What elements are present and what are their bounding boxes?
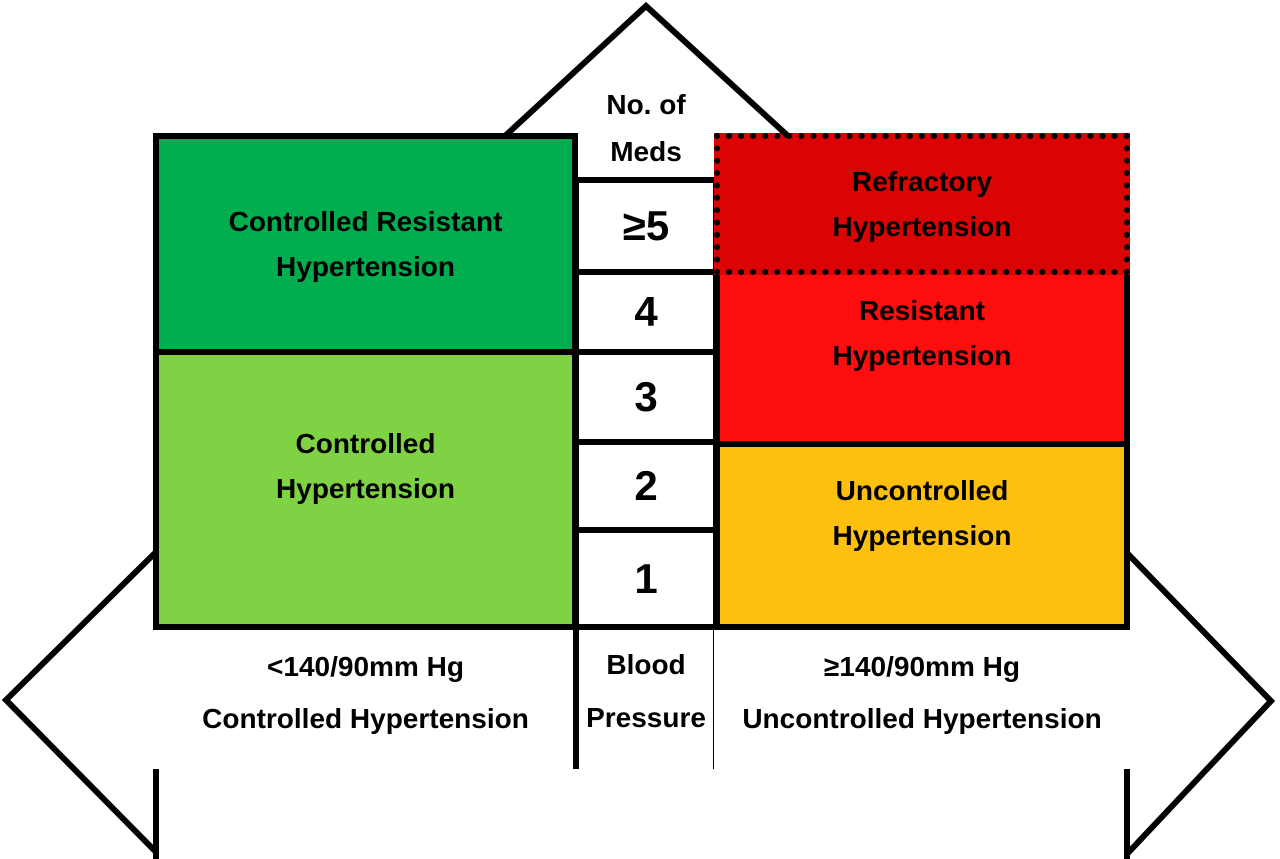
uncontrolled-hypertension-box: Uncontrolled Hypertension	[714, 441, 1130, 630]
bp-category-right: Uncontrolled Hypertension	[742, 702, 1102, 734]
controlled-hypertension-box: Controlled Hypertension	[153, 349, 578, 630]
meds-cell-ge5: ≥5	[573, 177, 719, 275]
controlled-bp-arrow-label: <140/90mm Hg Controlled Hypertension	[153, 624, 578, 775]
bp-category-left: Controlled Hypertension	[202, 702, 529, 734]
meds-cell-3: 3	[573, 349, 719, 445]
right-arrow-head-icon	[1124, 550, 1276, 857]
controlled-resistant-hypertension-box: Controlled Resistant Hypertension	[153, 133, 578, 355]
left-arrow-head-icon	[1, 549, 159, 855]
box-label-line1: Controlled	[295, 427, 436, 459]
bp-axis-label-line1: Blood	[606, 648, 686, 680]
box-label-line1: Resistant	[858, 295, 986, 326]
meds-axis-label: No. of Meds	[573, 78, 719, 177]
box-label-line2: Hypertension	[832, 519, 1012, 551]
box-label-line2: Hypertension	[832, 211, 1012, 242]
uncontrolled-bp-arrow-label: ≥140/90mm Hg Uncontrolled Hypertension	[714, 624, 1130, 775]
bottom-open-rectangle	[153, 769, 1130, 859]
bp-threshold-right: ≥140/90mm Hg	[824, 650, 1020, 682]
meds-cell-4: 4	[573, 269, 719, 355]
box-label-line1: Refractory	[851, 166, 993, 197]
resistant-hypertension-box: Resistant Hypertension	[714, 269, 1130, 447]
controlled-hypertension-label: Controlled Hypertension	[276, 421, 455, 511]
box-label-line2: Hypertension	[832, 340, 1012, 371]
uncontrolled-hypertension-label: Uncontrolled Hypertension	[833, 468, 1012, 558]
box-label-line2: Hypertension	[276, 472, 455, 504]
controlled-resistant-hypertension-label: Controlled Resistant Hypertension	[229, 199, 503, 289]
resistant-hypertension-label: Resistant Hypertension	[833, 288, 1012, 378]
box-label-line2: Hypertension	[276, 251, 455, 282]
refractory-hypertension-label: Refractory Hypertension	[833, 159, 1012, 249]
refractory-hypertension-box: Refractory Hypertension	[714, 133, 1130, 275]
bp-axis-label: Blood Pressure	[573, 624, 719, 775]
meds-axis-label-line2: Meds	[610, 135, 682, 167]
box-label-line1: Controlled Resistant	[228, 206, 503, 237]
meds-cell-1: 1	[573, 527, 719, 630]
meds-axis-label-line1: No. of	[606, 88, 686, 120]
box-label-line1: Uncontrolled	[835, 474, 1009, 506]
bp-axis-label-line2: Pressure	[586, 701, 706, 733]
meds-cell-2: 2	[573, 439, 719, 533]
bp-threshold-left: <140/90mm Hg	[267, 650, 464, 682]
